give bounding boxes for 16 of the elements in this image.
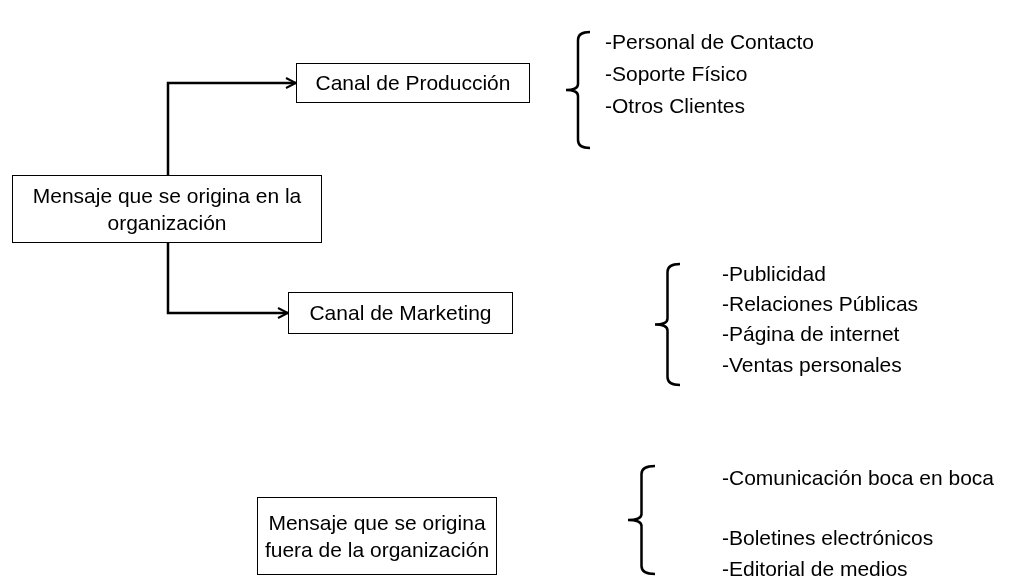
list-item: -Soporte Físico xyxy=(605,61,748,87)
text-box: Canal de Producción xyxy=(296,63,530,103)
arrow xyxy=(166,243,289,319)
list-item: -Página de internet xyxy=(722,321,900,347)
text-box: Mensaje que se origina en la organización xyxy=(12,175,322,243)
list-item: -Otros Clientes xyxy=(605,93,746,119)
list-item: -Personal de Contacto xyxy=(605,29,814,55)
list-item: -Boletines electrónicos xyxy=(722,525,934,551)
list-item: -Comunicación boca en boca xyxy=(722,465,995,491)
arrow xyxy=(166,77,297,175)
list-item: -Relaciones Públicas xyxy=(722,291,919,317)
text-box: Canal de Marketing xyxy=(288,292,513,334)
list-item: -Publicidad xyxy=(722,261,826,287)
list-item: -Editorial de medios xyxy=(722,556,908,578)
list-item: -Ventas personales xyxy=(722,352,902,378)
text-box: Mensaje que se origina fuera de la organización xyxy=(257,497,497,575)
